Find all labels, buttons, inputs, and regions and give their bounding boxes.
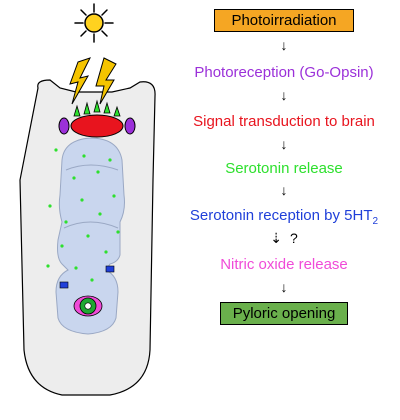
larva-illustration xyxy=(19,3,156,396)
pylorus-icon xyxy=(73,295,103,317)
sun-icon xyxy=(74,3,114,43)
serotonin-reception-label: Serotonin reception by 5HT xyxy=(189,207,373,224)
5ht2-receptor-icon xyxy=(59,265,115,289)
photoirradiation-label: Photoirradiation xyxy=(231,12,337,29)
signal-flowchart: Photoirradiation ↓ Photoreception (Go-Op… xyxy=(168,0,400,420)
dashed-arrow-down-icon: ⇣? xyxy=(270,230,298,246)
pyloric-opening-box: Pyloric opening xyxy=(220,302,348,325)
arrow-down-icon: ↓ xyxy=(280,87,288,103)
eye-spot xyxy=(58,99,136,138)
serotonin-release-label: Serotonin release xyxy=(225,160,343,177)
photoirradiation-box: Photoirradiation xyxy=(214,9,354,32)
serotonin-dots xyxy=(46,148,120,282)
uncertain-mark: ? xyxy=(289,230,298,246)
signal-transduction-label: Signal transduction to brain xyxy=(193,113,375,130)
gut xyxy=(55,137,125,335)
lightning-icon xyxy=(69,57,117,105)
pyloric-opening-label: Pyloric opening xyxy=(232,305,336,322)
arrow-down-icon: ↓ xyxy=(280,37,288,53)
nitric-oxide-release-label: Nitric oxide release xyxy=(220,256,348,273)
arrow-down-icon: ↓ xyxy=(280,279,288,295)
serotonin-reception-subscript: 2 xyxy=(372,216,379,227)
serotonin-reception-text: Serotonin reception by 5HT2 xyxy=(168,207,400,227)
photoreception-label: Photoreception (Go-Opsin) xyxy=(194,64,374,81)
arrow-down-icon: ↓ xyxy=(280,182,288,198)
arrow-down-icon: ↓ xyxy=(280,136,288,152)
